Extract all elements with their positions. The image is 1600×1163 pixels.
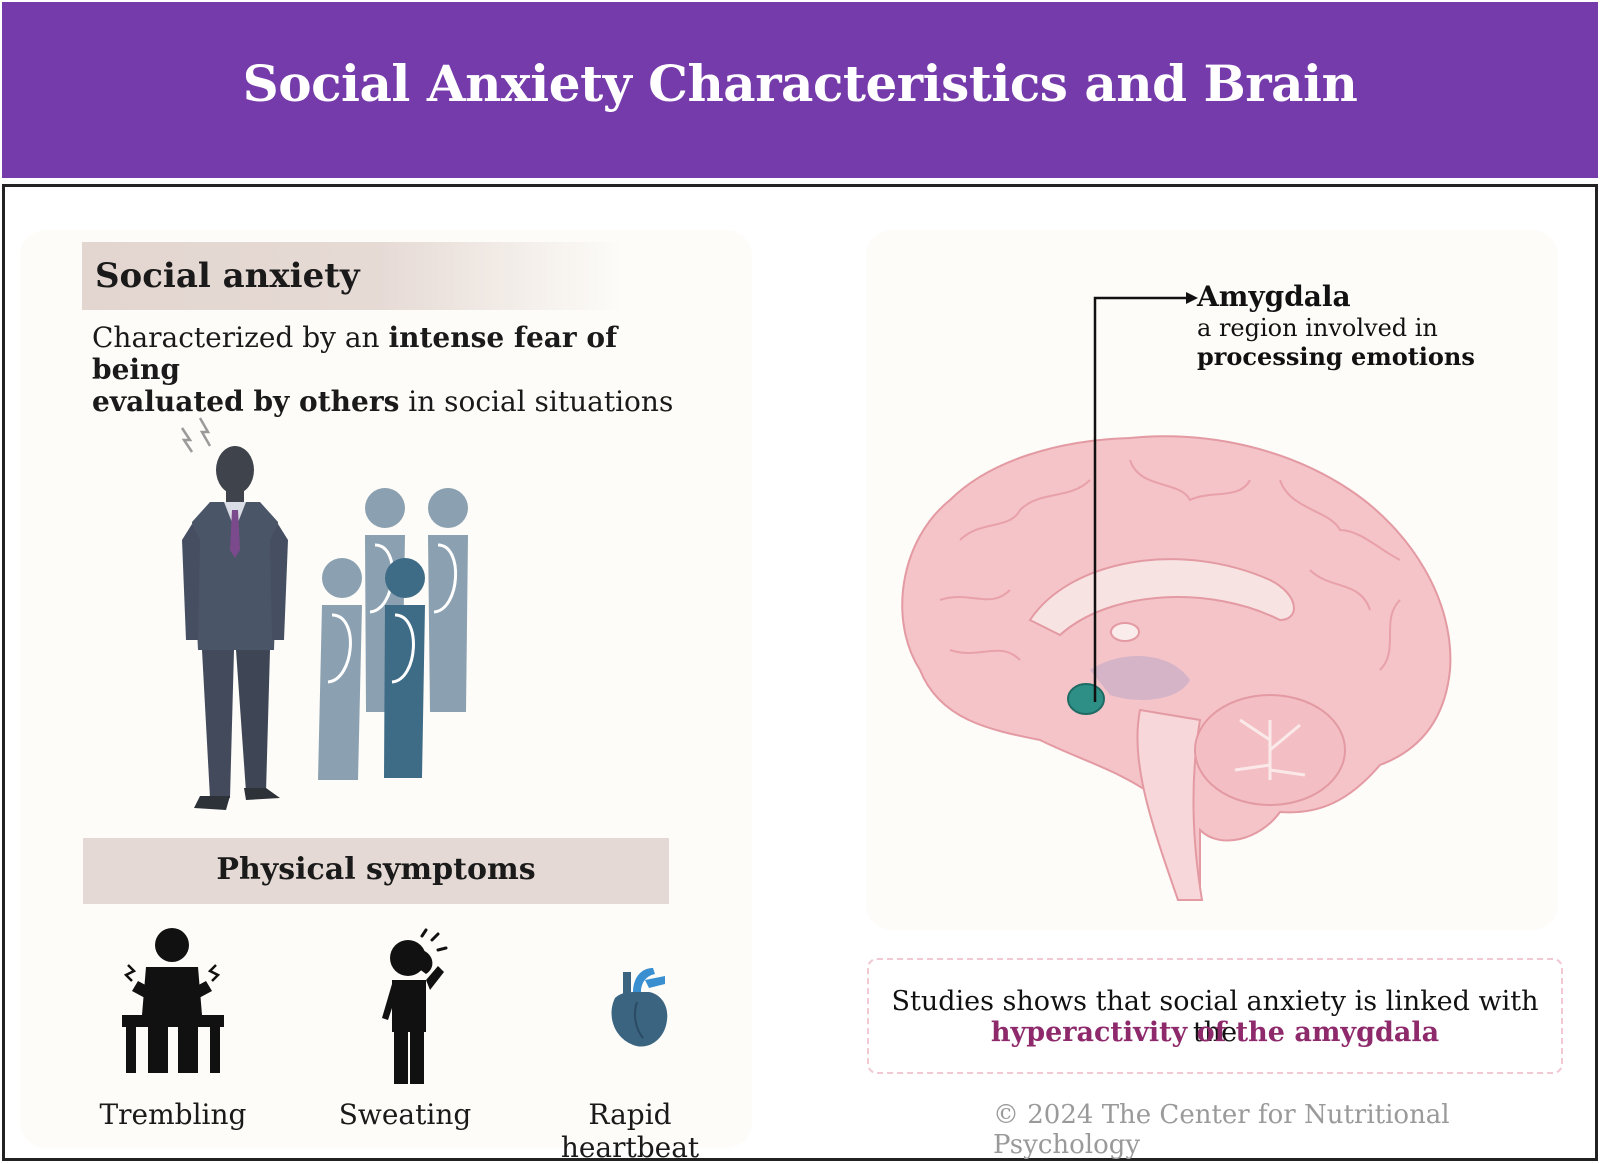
page-title: Social Anxiety Characteristics and Brain xyxy=(242,54,1358,113)
sweating-person-icon xyxy=(382,928,448,1084)
anxious-man-crowd-illustration xyxy=(180,417,468,810)
desc-part1: Characterized by an xyxy=(92,321,389,354)
amygdala-desc-line1: a region involved in xyxy=(1197,314,1438,342)
social-anxiety-description: Characterized by an intense fear of bein… xyxy=(92,322,712,418)
physical-symptoms-title: Physical symptoms xyxy=(216,852,536,887)
trembling-person-icon xyxy=(122,928,224,1073)
social-anxiety-header: Social anxiety xyxy=(82,242,622,310)
social-anxiety-title: Social anxiety xyxy=(95,256,360,296)
stress-lightning-icon xyxy=(180,417,212,453)
symptom-label-trembling: Trembling xyxy=(99,1098,247,1131)
desc-part2: in social situations xyxy=(399,385,674,418)
symptom-label-sweating: Sweating xyxy=(338,1098,472,1131)
amygdala-callout-arrow xyxy=(1093,292,1198,702)
heart-icon xyxy=(611,968,668,1047)
copyright-notice: © 2024 The Center for Nutritional Psycho… xyxy=(993,1100,1450,1160)
study-line1: Studies shows that social anxiety is lin… xyxy=(891,986,1539,1048)
title-banner: Social Anxiety Characteristics and Brain xyxy=(0,0,1600,180)
amygdala-title: Amygdala xyxy=(1197,280,1351,313)
study-line2: hyperactivity of the amygdala xyxy=(990,1017,1440,1048)
symptom-label-rapid-heartbeat: Rapid heartbeat xyxy=(560,1098,700,1163)
physical-symptoms-header: Physical symptoms xyxy=(83,838,669,904)
desc-bold2: evaluated by others xyxy=(92,385,400,418)
amygdala-desc-line2: processing emotions xyxy=(1197,342,1475,371)
anxious-man-figure xyxy=(182,446,288,810)
study-finding-box: Studies shows that social anxiety is lin… xyxy=(867,958,1563,1074)
desc-bold1: intense fear of being xyxy=(92,321,618,386)
brain-sagittal-illustration xyxy=(901,435,1452,901)
crowd-figures xyxy=(318,488,468,780)
